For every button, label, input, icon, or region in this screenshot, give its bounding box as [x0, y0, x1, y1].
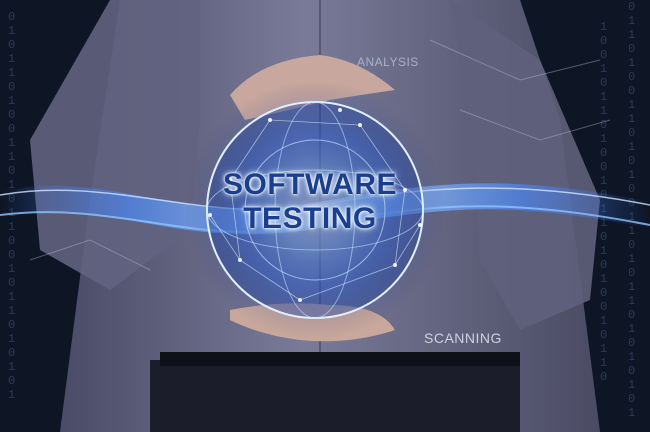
glow-halo: [185, 80, 445, 340]
scanning-label: SCANNING: [424, 330, 502, 346]
headline-line-1: SOFTWARE: [223, 168, 397, 201]
analysis-label: ANALYSIS: [357, 55, 419, 69]
right-arm: [450, 0, 600, 330]
trousers: [150, 360, 520, 432]
headline: SOFTWARE TESTING: [180, 170, 440, 234]
headline-line-2: TESTING: [243, 202, 377, 235]
